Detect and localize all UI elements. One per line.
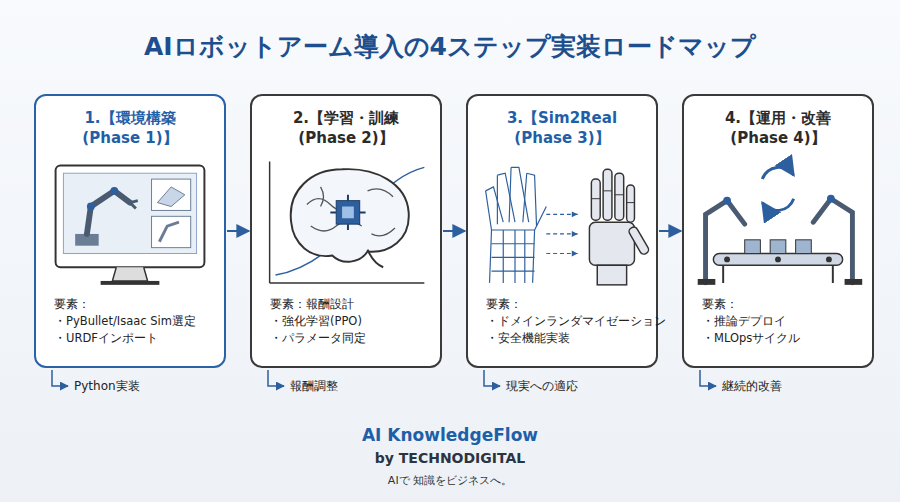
- outcome-note: Python実装: [74, 378, 140, 395]
- phase-heading: 2.【学習・訓練 (Phase 2)】: [271, 108, 421, 148]
- outcome-note: 継続的改善: [722, 378, 782, 395]
- element-list: 要素：・ドメインランダマイゼーション・安全機能実装: [486, 296, 648, 347]
- element-heading: 要素：報酬設計: [270, 296, 432, 313]
- element-heading: 要素：: [486, 296, 648, 313]
- element-item: ・URDFインポート: [54, 330, 216, 347]
- step-box: 4.【運用・改善 (Phase 4)】要素：・推論デプロイ・MLOpsサイクル: [682, 94, 874, 368]
- brand-tagline: AIで 知識をビジネスへ。: [0, 473, 900, 488]
- element-item: ・MLOpsサイクル: [702, 330, 864, 347]
- diagram-title: AIロボットアーム導入の4ステップ実装ロードマップ: [0, 30, 900, 63]
- element-item: ・推論デプロイ: [702, 313, 864, 330]
- element-list: 要素：・推論デプロイ・MLOpsサイクル: [702, 296, 864, 347]
- element-item: ・強化学習(PPO): [270, 313, 432, 330]
- leader-arrows: [52, 370, 716, 386]
- element-list: 要素：・PyBullet/Isaac Sim選定・URDFインポート: [54, 296, 216, 347]
- element-item: ・ドメインランダマイゼーション: [486, 313, 648, 330]
- phase-heading: 1.【環境構築 (Phase 1)】: [55, 108, 205, 148]
- phase-heading: 4.【運用・改善 (Phase 4)】: [703, 108, 853, 148]
- brand-name: AI KnowledgeFlow: [0, 425, 900, 445]
- outcome-note: 現実への適応: [506, 378, 578, 395]
- flow-arrow: [659, 230, 681, 232]
- outcome-note: 報酬調整: [290, 378, 338, 395]
- phase-heading: 3.【Sim2Real (Phase 3)】: [487, 108, 637, 148]
- flow-arrow: [443, 230, 465, 232]
- element-heading: 要素：: [54, 296, 216, 313]
- element-item: ・PyBullet/Isaac Sim選定: [54, 313, 216, 330]
- step-box: 2.【学習・訓練 (Phase 2)】要素：報酬設計・強化学習(PPO)・パラメ…: [250, 94, 442, 368]
- brand-byline: by TECHNODIGITAL: [0, 450, 900, 466]
- flow-arrow: [227, 230, 249, 232]
- step-box: 1.【環境構築 (Phase 1)】要素：・PyBullet/Isaac Sim…: [34, 94, 226, 368]
- step-box: 3.【Sim2Real (Phase 3)】要素：・ドメインランダマイゼーション…: [466, 94, 658, 368]
- element-list: 要素：報酬設計・強化学習(PPO)・パラメータ同定: [270, 296, 432, 347]
- element-heading: 要素：: [702, 296, 864, 313]
- element-item: ・パラメータ同定: [270, 330, 432, 347]
- element-item: ・安全機能実装: [486, 330, 648, 347]
